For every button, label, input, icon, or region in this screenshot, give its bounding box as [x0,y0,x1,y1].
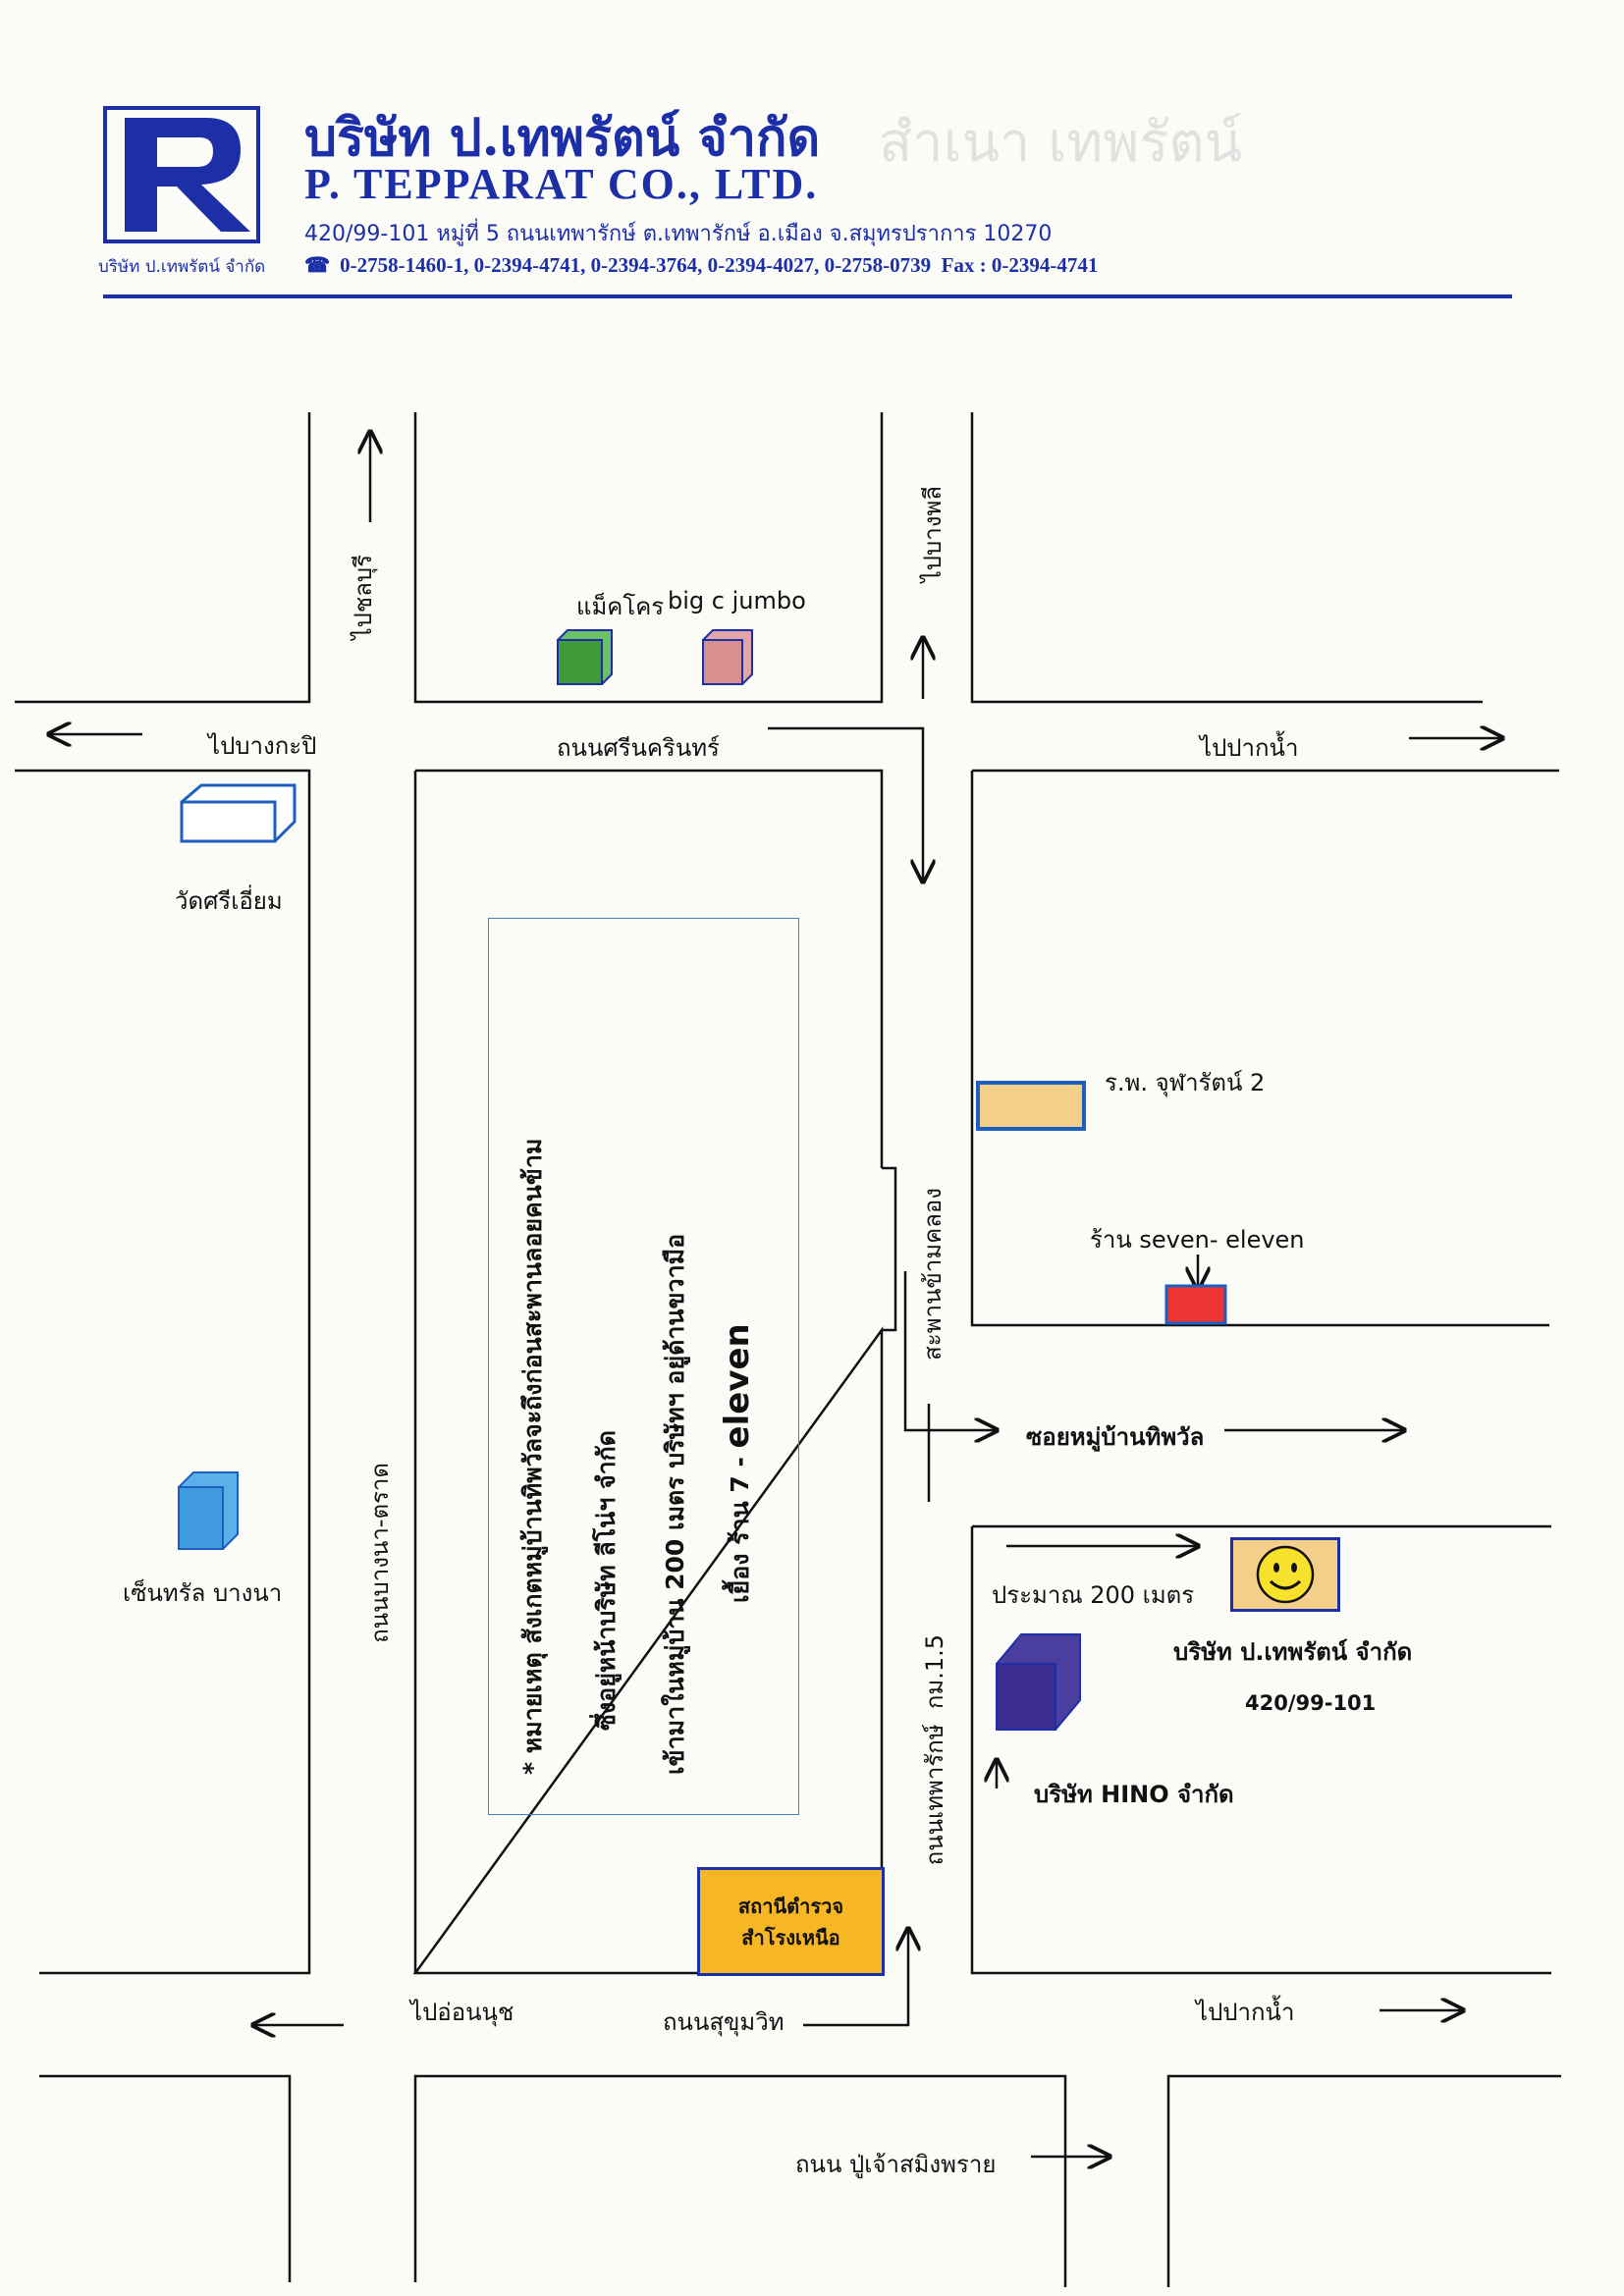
label-to-bangkapi: ไปบางกะปิ [208,732,317,760]
label-hino: บริษัท HINO จำกัด [1034,1781,1234,1808]
label-pu-chao-road: ถนน ปู่เจ้าสมิงพราย [795,2151,997,2178]
label-theparak-road: ถนนเทพารักษ์ กม.1.5 [915,1634,953,1865]
phone-line: ☎ 0-2758-1460-1, 0-2394-4741, 0-2394-3764… [304,253,1098,278]
hino-building [996,1633,1081,1731]
hospital-building [976,1081,1086,1131]
telephone-icon: ☎ [304,253,331,277]
letterhead-divider [103,294,1512,298]
label-company-number: 420/99-101 [1245,1691,1377,1715]
note-box: * หมายเหตุ สังเกตหมู่บ้านทิพวัลจะถึงก่อน… [488,918,799,1815]
company-marker [1230,1537,1340,1612]
theparak-road-name: ถนนเทพารักษ์ [921,1724,948,1866]
label-bangna-trad-road: ถนนบางนา-ตราด [366,1463,394,1643]
police-station: สถานีตำรวจ สำโรงเหนือ [697,1867,885,1976]
label-to-bang-phli: ไปบางพลี [919,486,947,583]
note-content: * หมายเหตุ สังเกตหมู่บ้านทิพวัลจะถึงก่อน… [489,919,798,1814]
label-soi-thipawan: ซอยหมู่บ้านทิพวัล [1026,1423,1205,1451]
label-to-paknam-bottom: ไปปากน้ำ [1196,1999,1295,2026]
note-line-3: เข้ามาในหมู่บ้าน 200 เมตร บริษัทฯ อยู่ด้… [661,1233,689,1775]
label-chularat-hospital: ร.พ. จุฬารัตน์ 2 [1105,1069,1266,1096]
logo-caption: บริษัท ป.เทพรัตน์ จำกัด [98,257,266,277]
seven-eleven-building [1164,1284,1227,1325]
wat-sri-iam-building [180,783,297,843]
label-wat-sri-iam: วัดศรีเอี่ยม [175,887,283,915]
police-label-2: สำโรงเหนือ [741,1925,840,1949]
note-line-2: ซึ่งอยู่หน้าบริษัท ลีโน่ฯ จำกัด [592,1429,621,1731]
note-line-4-brand: eleven [718,1323,757,1449]
label-distance: ประมาณ 200 เมตร [992,1581,1195,1609]
label-canal-bridge: สะพานข้ามคลอง [919,1188,947,1361]
smiley-icon [1256,1545,1315,1604]
note-line-1: * หมายเหตุ สังเกตหมู่บ้านทิพวัลจะถึงก่อน… [518,1138,547,1775]
fax-number: Fax : 0-2394-4741 [941,253,1099,277]
label-seven-eleven: ร้าน seven- eleven [1090,1226,1305,1254]
label-makro: แม็คโคร [576,593,665,620]
company-logo [103,106,260,243]
direction-arrows [49,432,1502,2157]
label-big-c: big c jumbo [668,587,806,614]
company-name-english: P. TEPPARAT CO., LTD. [304,160,819,208]
big-c-building [702,629,753,685]
label-srinakarin-road: ถนนศรีนครินทร์ [557,734,720,762]
faded-stamp: สำเนา เทพรัตน์ [879,111,1242,175]
note-line-4-prefix: เยื้อง ร้าน 7 - [726,1448,754,1603]
company-address: 420/99-101 หมู่ที่ 5 ถนนเทพารักษ์ ต.เทพา… [304,222,1053,246]
police-label-1: สถานีตำรวจ [737,1894,844,1918]
label-central-bangna: เซ็นทรัล บางนา [123,1579,283,1607]
note-line-4: เยื้อง ร้าน 7 - eleven [718,1323,760,1603]
theparak-km: กม.1.5 [921,1634,948,1710]
road-edges [15,412,1561,2287]
label-to-paknam-top: ไปปากน้ำ [1200,734,1299,762]
company-name-thai: บริษัท ป.เทพรัตน์ จำกัด [304,108,821,168]
label-to-chonburi: ไปชลบุรี [350,555,377,640]
label-to-onnut: ไปอ่อนนุช [410,1999,514,2026]
phone-numbers: 0-2758-1460-1, 0-2394-4741, 0-2394-3764,… [340,253,932,277]
label-company: บริษัท ป.เทพรัตน์ จำกัด [1173,1638,1413,1666]
central-bangna-building [178,1471,239,1550]
label-sukhumvit-road: ถนนสุขุมวิท [663,2008,785,2036]
makro-building [557,629,613,685]
